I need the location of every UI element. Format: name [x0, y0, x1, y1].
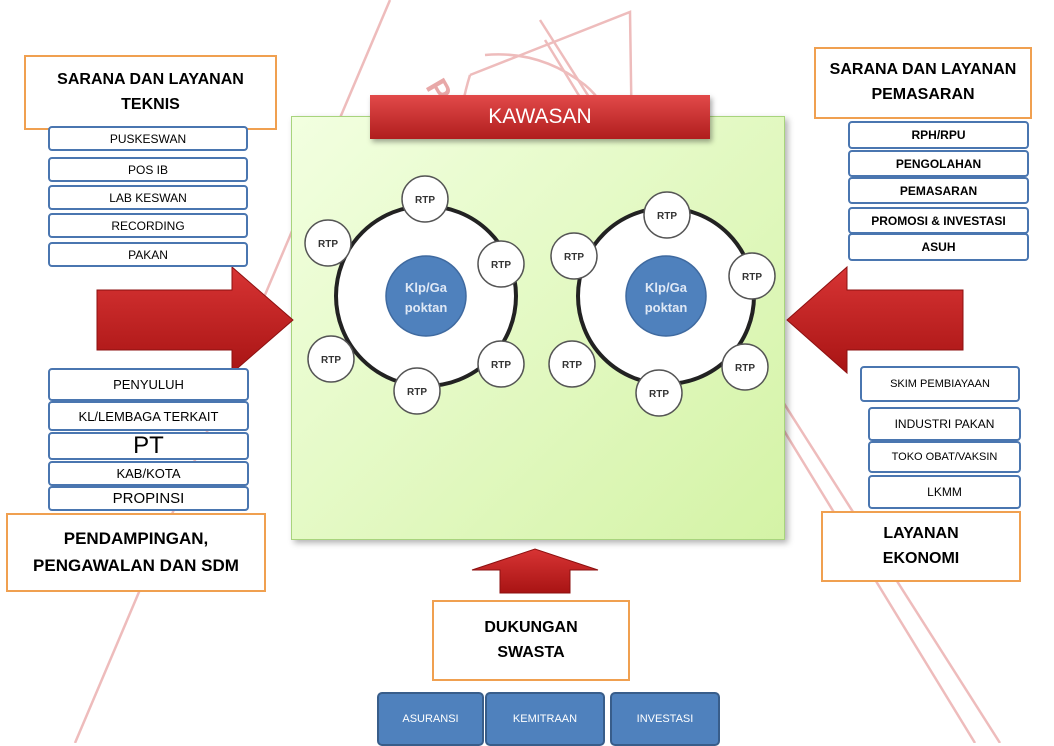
rtp-label: RTP [318, 239, 338, 250]
ekonomi-item: LKMM [868, 475, 1021, 509]
hub-label: poktan [645, 300, 688, 315]
pemasaran-item: PENGOLAHAN [848, 150, 1029, 177]
ekonomi-item: SKIM PEMBIAYAAN [860, 366, 1020, 402]
teknis-item: LAB KESWAN [48, 185, 248, 210]
ekonomi-item: TOKO OBAT/VAKSIN [868, 441, 1021, 473]
rtp-label: RTP [407, 387, 427, 398]
rtp-label: RTP [564, 252, 584, 263]
swasta-item: ASURANSI [377, 692, 484, 746]
pendampingan-item: PT [48, 432, 249, 460]
rtp-node [643, 191, 691, 239]
swasta-item: KEMITRAAN [485, 692, 605, 746]
cluster-hub [385, 255, 467, 337]
cluster-hub [625, 255, 707, 337]
cluster-diagram: Klp/GapoktanRTPRTPRTPRTPRTPRTPKlp/Gapokt… [304, 175, 776, 417]
teknis-item: PUSKESWAN [48, 126, 248, 151]
pemasaran-item: PROMOSI & INVESTASI [848, 207, 1029, 234]
rtp-label: RTP [415, 195, 435, 206]
rtp-label: RTP [657, 211, 677, 222]
rtp-node [728, 252, 776, 300]
rtp-node [548, 340, 596, 388]
rtp-node [401, 175, 449, 223]
rtp-label: RTP [491, 360, 511, 371]
rtp-label: RTP [562, 360, 582, 371]
pendampingan-item: PENYULUH [48, 368, 249, 401]
pendampingan-item: KAB/KOTA [48, 461, 249, 486]
rtp-node [721, 343, 769, 391]
rtp-node [477, 240, 525, 288]
rtp-node [477, 340, 525, 388]
teknis-item: PAKAN [48, 242, 248, 267]
rtp-node [307, 335, 355, 383]
arrow-left-icon [96, 265, 294, 375]
rtp-label: RTP [649, 389, 669, 400]
pendampingan-item: PROPINSI [48, 486, 249, 511]
pemasaran-item: ASUH [848, 233, 1029, 261]
arrow-up-icon [471, 548, 599, 594]
rtp-label: RTP [321, 355, 341, 366]
swasta-item: INVESTASI [610, 692, 720, 746]
rtp-label: RTP [742, 272, 762, 283]
hub-label: Klp/Ga [405, 280, 448, 295]
ekonomi-item: INDUSTRI PAKAN [868, 407, 1021, 441]
teknis-item: RECORDING [48, 213, 248, 238]
kawasan-title: KAWASAN [370, 95, 710, 139]
rtp-node [635, 369, 683, 417]
arrow-right-icon [786, 265, 964, 375]
rtp-node [393, 367, 441, 415]
rtp-label: RTP [735, 363, 755, 374]
rtp-node [550, 232, 598, 280]
pendampingan-item: KL/LEMBAGA TERKAIT [48, 401, 249, 431]
pemasaran-item: RPH/RPU [848, 121, 1029, 149]
teknis-item: POS IB [48, 157, 248, 182]
pemasaran-item: PEMASARAN [848, 177, 1029, 204]
rtp-node [304, 219, 352, 267]
rtp-label: RTP [491, 260, 511, 271]
hub-label: Klp/Ga [645, 280, 688, 295]
hub-label: poktan [405, 300, 448, 315]
pendampingan-title-box: PENDAMPINGAN,PENGAWALAN DAN SDM [6, 513, 266, 592]
